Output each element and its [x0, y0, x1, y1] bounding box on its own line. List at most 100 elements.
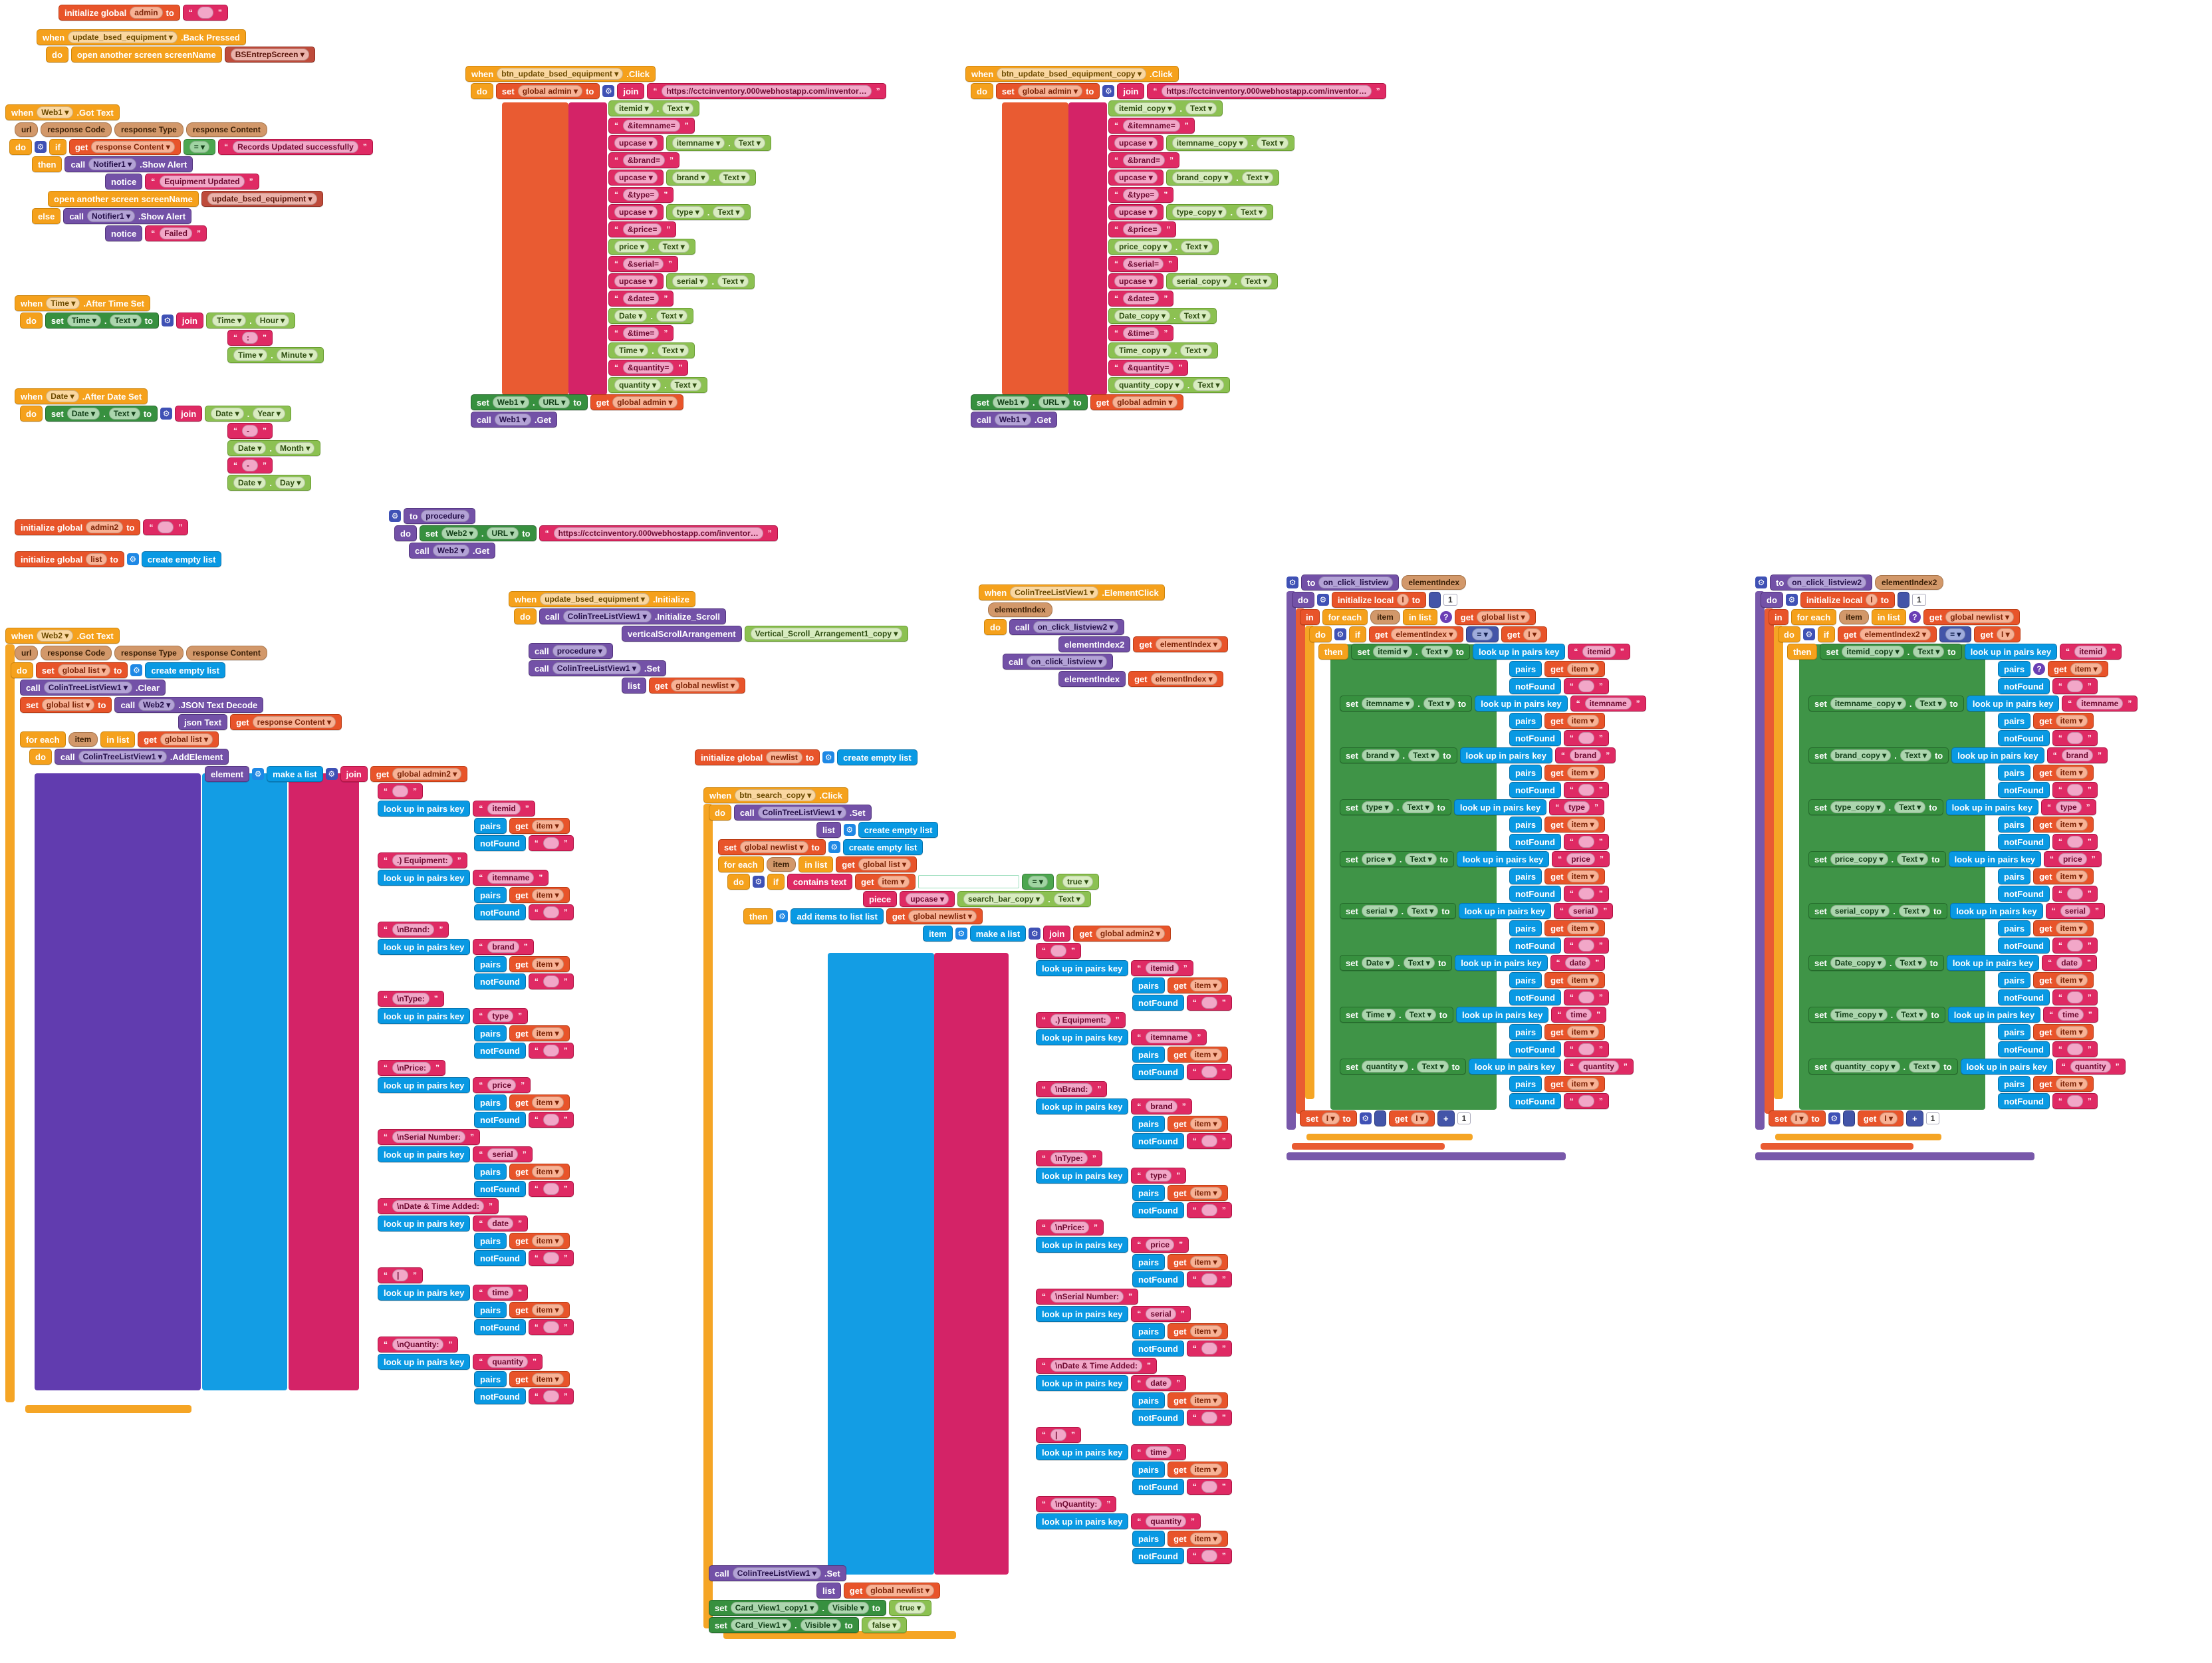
block-txt-upcase[interactable]: upcase ▾ — [608, 170, 664, 186]
dropdown-chip-quantity-copy[interactable]: quantity_copy ▾ — [1114, 379, 1184, 391]
block-qt-type[interactable]: type — [1549, 799, 1604, 815]
block-lst-look-up-in-pairs-key[interactable]: look up in pairs key — [1036, 1513, 1129, 1529]
block-lst-look-up-in-pairs-key[interactable]: look up in pairs key — [1458, 903, 1551, 919]
dropdown-chip-item[interactable]: item ▾ — [2055, 922, 2088, 934]
dropdown-chip-item[interactable]: item ▾ — [1566, 1078, 1599, 1090]
block-ev-do[interactable]: do — [971, 83, 993, 99]
block-lst-pairs[interactable]: pairs — [1132, 1531, 1166, 1547]
block-qt-date[interactable]: date — [2042, 955, 2097, 971]
block-lst-look-up-in-pairs-key[interactable]: look up in pairs key — [1036, 1168, 1129, 1184]
dropdown-chip-text[interactable]: Text ▾ — [1408, 749, 1440, 761]
block-qt-qt[interactable] — [528, 904, 574, 920]
dropdown-chip-elementindex[interactable]: elementIndex ▾ — [1155, 638, 1222, 650]
dropdown-chip-text[interactable]: Text ▾ — [1909, 1061, 1941, 1073]
block-lst-look-up-in-pairs-key[interactable]: look up in pairs key — [1945, 799, 2038, 815]
block-qt-qt[interactable] — [528, 1250, 574, 1266]
mutator-gear-icon[interactable]: ⚙ — [161, 315, 174, 326]
block-lst-pairs[interactable]: pairs — [1509, 1024, 1542, 1040]
block-scr-bsentrepscreen[interactable]: BSEntrepScreen ▾ — [224, 47, 315, 63]
block-ctl-in-list[interactable]: in list — [100, 731, 136, 747]
dropdown-chip-text[interactable]: Text ▾ — [1236, 206, 1268, 218]
dropdown-chip-item[interactable]: item ▾ — [1189, 979, 1222, 991]
block-qt-time[interactable]: time — [1131, 1444, 1187, 1460]
block-lg-brand[interactable]: brand ▾.Text ▾ — [666, 170, 757, 186]
block-qt-time[interactable]: time — [2043, 1007, 2098, 1023]
block-qt-ntype[interactable]: \nType: — [1036, 1150, 1102, 1166]
block-lst-look-up-in-pairs-key[interactable]: look up in pairs key — [378, 801, 471, 817]
block-lst-pairs[interactable]: pairs — [1509, 661, 1542, 677]
block-ev-do[interactable]: do — [984, 619, 1007, 635]
block-qt-time[interactable]: time — [1551, 1007, 1607, 1023]
block-qt-itemid[interactable]: itemid — [473, 801, 535, 817]
dropdown-chip-web1[interactable]: Web1 ▾ — [37, 106, 74, 118]
block-qt-price[interactable]: &price= — [1108, 221, 1177, 237]
block-qt-qt[interactable] — [1186, 1271, 1232, 1287]
dropdown-chip-vertical-scroll-arrangement1-copy[interactable]: Vertical_Scroll_Arrangement1_copy ▾ — [750, 628, 903, 640]
dropdown-chip-text[interactable]: Text ▾ — [1897, 853, 1929, 865]
dropdown-chip-item[interactable]: item ▾ — [2070, 663, 2102, 675]
block-lg-date[interactable]: Date ▾.Year ▾ — [205, 406, 291, 422]
dropdown-chip-global-newlist[interactable]: global newlist ▾ — [739, 841, 808, 853]
dropdown-chip-url[interactable]: URL ▾ — [487, 527, 519, 539]
block-txt-join[interactable]: join — [176, 313, 203, 328]
block-lst-notfound[interactable]: notFound — [474, 1043, 526, 1059]
block-lst-notfound[interactable]: notFound — [474, 1319, 526, 1335]
dropdown-chip-serial-copy[interactable]: serial_copy ▾ — [1830, 905, 1890, 917]
block-prc-list[interactable]: list — [622, 678, 646, 694]
block-lst-notfound[interactable]: notFound — [1998, 1041, 2050, 1057]
block-qt-qt[interactable] — [2052, 938, 2098, 954]
block-lg-true[interactable]: true ▾ — [1056, 874, 1099, 890]
dropdown-chip-time[interactable]: Time ▾ — [614, 344, 649, 356]
block-ctl-for-each[interactable]: for each — [1322, 609, 1368, 625]
block-lst-notfound[interactable]: notFound — [1998, 989, 2050, 1005]
block-mth-mth[interactable] — [1842, 1110, 1855, 1126]
dropdown-chip-global-list[interactable]: global list ▾ — [1477, 611, 1530, 623]
dropdown-chip-itemname-copy[interactable]: itemname_copy ▾ — [1171, 137, 1248, 149]
dropdown-chip-time[interactable]: Time ▾ — [212, 315, 247, 326]
block-qt-brand[interactable]: brand — [2046, 747, 2108, 763]
block-ev-do[interactable]: do — [9, 139, 32, 155]
dropdown-chip-item[interactable]: item ▾ — [1189, 1187, 1222, 1199]
block-qt-serial[interactable]: serial — [2045, 903, 2105, 919]
block-lst-notfound[interactable]: notFound — [1132, 1410, 1184, 1426]
block-qt-itemname[interactable]: itemname — [1570, 696, 1646, 711]
block-qt-type[interactable]: type — [473, 1008, 529, 1024]
block-txt-upcase[interactable]: upcase ▾ — [1108, 204, 1164, 220]
block-lst-look-up-in-pairs-key[interactable]: look up in pairs key — [1036, 1444, 1129, 1460]
block-ev-if[interactable]: if — [1348, 626, 1366, 642]
block-lst-notfound[interactable]: notFound — [1509, 834, 1561, 850]
block-lst-pairs[interactable]: pairs — [1509, 1076, 1542, 1092]
dropdown-chip-serial[interactable]: serial ▾ — [672, 275, 709, 287]
block-lg-date[interactable]: Date ▾.Day ▾ — [227, 475, 312, 491]
dropdown-chip-text[interactable]: Text ▾ — [658, 241, 689, 253]
block-lst-look-up-in-pairs-key[interactable]: look up in pairs key — [378, 1146, 471, 1162]
block-lst-look-up-in-pairs-key[interactable]: look up in pairs key — [1036, 1237, 1129, 1253]
block-qt-nbrand[interactable]: \nBrand: — [1036, 1081, 1108, 1097]
dropdown-chip-date-copy[interactable]: Date_copy ▾ — [1830, 957, 1886, 969]
dropdown-chip-date[interactable]: Date ▾ — [614, 310, 648, 322]
block-qt-time[interactable]: &time= — [1108, 325, 1174, 341]
dropdown-chip-card-view1[interactable]: Card_View1 ▾ — [730, 1619, 791, 1631]
block-qt-brand[interactable]: &brand= — [608, 152, 680, 168]
block-qt-qt[interactable] — [528, 1112, 574, 1128]
block-lg-itemid-copy[interactable]: itemid_copy ▾.Text ▾ — [1108, 100, 1223, 116]
block-qt-blank[interactable]: - — [227, 423, 273, 439]
block-qt-ndate-time-added[interactable]: \nDate & Time Added: — [1036, 1358, 1158, 1374]
mutator-gear-icon[interactable]: ⚙ — [1029, 928, 1041, 940]
block-lst-notfound[interactable]: notFound — [474, 904, 526, 920]
block-ev-then[interactable]: then — [1787, 644, 1818, 660]
